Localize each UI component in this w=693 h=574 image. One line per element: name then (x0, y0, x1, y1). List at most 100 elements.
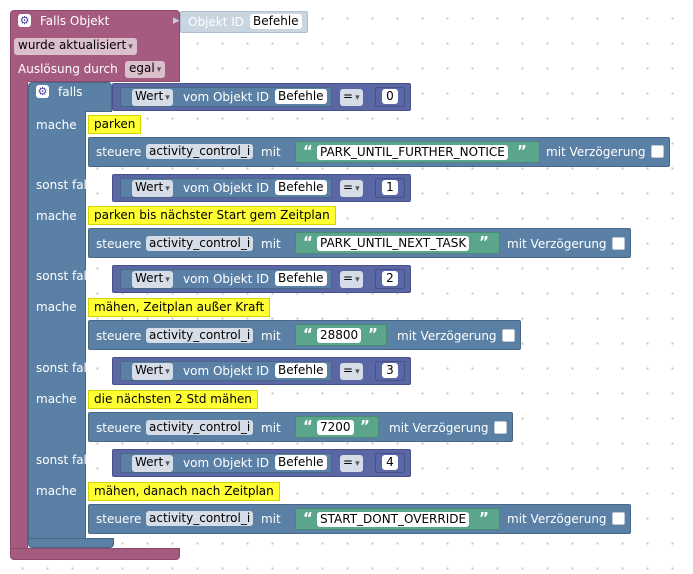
delay-label: mit Verzögerung (546, 145, 646, 159)
wert-dropdown[interactable]: Wert▾ (132, 89, 173, 106)
steuere-label: steuere (96, 145, 142, 159)
oid-field[interactable]: Befehle (275, 363, 327, 378)
vom-objekt-label: vom Objekt ID (183, 90, 269, 104)
open-quote-icon: “ (303, 142, 313, 160)
comment: parken bis nächster Start gem Zeitplan (88, 206, 336, 225)
mit-label: mit (261, 512, 281, 526)
wert-dropdown[interactable]: Wert▾ (132, 363, 173, 380)
text-field[interactable]: PARK_UNTIL_FURTHER_NOTICE (317, 145, 508, 160)
trigger-by-dropdown[interactable]: egal▾ (125, 61, 166, 78)
delay-label: mit Verzögerung (397, 329, 497, 343)
object-field[interactable]: activity_control_i (146, 511, 254, 526)
dropdown-arrow-icon: ▾ (165, 367, 170, 377)
vom-objekt-label: vom Objekt ID (183, 364, 269, 378)
oid-field[interactable]: Befehle (275, 455, 327, 470)
delay-checkbox[interactable] (494, 421, 507, 434)
sonst-falls-label: sonst falls (36, 269, 97, 283)
wert-dropdown[interactable]: Wert▾ (132, 271, 173, 288)
trigger-by-value: egal (129, 61, 155, 75)
number-field[interactable]: 1 (382, 180, 398, 195)
oid-field[interactable]: Befehle (275, 89, 327, 104)
comment: die nächsten 2 Std mähen (88, 390, 258, 409)
trigger-value: wurde aktualisiert (18, 38, 127, 52)
operator-dropdown[interactable]: =▾ (340, 455, 363, 472)
number-field[interactable]: 2 (382, 271, 398, 286)
steuere-label: steuere (96, 421, 142, 435)
operator-dropdown[interactable]: =▾ (340, 180, 363, 197)
object-field[interactable]: activity_control_i (146, 236, 254, 251)
event-block-side (10, 80, 28, 550)
delay-checkbox[interactable] (651, 145, 664, 158)
delay-label: mit Verzögerung (507, 512, 607, 526)
sonst-falls-label: sonst falls (36, 178, 97, 192)
mache-label: mache (36, 392, 77, 406)
operator-dropdown[interactable]: =▾ (340, 271, 363, 288)
event-block-bottom (10, 548, 180, 560)
dropdown-arrow-icon: ▾ (355, 184, 360, 194)
delay-checkbox[interactable] (502, 329, 515, 342)
delay-checkbox[interactable] (612, 512, 625, 525)
event-title: Falls Objekt (40, 14, 110, 28)
mit-label: mit (261, 329, 281, 343)
dropdown-arrow-icon: ▾ (355, 367, 360, 377)
mit-label: mit (261, 145, 281, 159)
close-quote-icon: ” (479, 509, 489, 527)
operator-dropdown[interactable]: =▾ (340, 363, 363, 380)
dropdown-arrow-icon: ▾ (355, 93, 360, 103)
dropdown-arrow-icon: ▾ (128, 42, 133, 52)
close-quote-icon: ” (517, 142, 527, 160)
number-field[interactable]: 3 (382, 363, 398, 378)
open-quote-icon: “ (303, 325, 313, 343)
comment: mähen, danach nach Zeitplan (88, 482, 280, 501)
number-field[interactable]: 4 (382, 455, 398, 470)
dropdown-arrow-icon: ▾ (156, 65, 162, 75)
oid-field[interactable]: Befehle (250, 14, 302, 29)
number-field[interactable]: 0 (382, 89, 398, 104)
object-field[interactable]: activity_control_i (146, 328, 254, 343)
text-field[interactable]: PARK_UNTIL_NEXT_TASK (317, 236, 470, 251)
oid-field[interactable]: Befehle (275, 271, 327, 286)
vom-objekt-label: vom Objekt ID (183, 181, 269, 195)
mache-label: mache (36, 209, 77, 223)
if-block-side (28, 110, 86, 540)
steuere-label: steuere (96, 329, 142, 343)
delay-checkbox[interactable] (612, 237, 625, 250)
trigger-label: Auslösung durch (18, 62, 118, 76)
close-quote-icon: ” (360, 417, 370, 435)
connector-notch: ▸ (173, 13, 180, 28)
vom-objekt-label: vom Objekt ID (183, 272, 269, 286)
open-quote-icon: “ (303, 417, 313, 435)
object-field[interactable]: activity_control_i (146, 420, 254, 435)
operator-dropdown[interactable]: =▾ (340, 89, 363, 106)
dropdown-arrow-icon: ▾ (165, 184, 170, 194)
wert-dropdown[interactable]: Wert▾ (132, 180, 173, 197)
steuere-label: steuere (96, 512, 142, 526)
sonst-falls-label: sonst falls (36, 453, 97, 467)
comment: parken (88, 115, 142, 134)
steuere-label: steuere (96, 237, 142, 251)
trigger-dropdown[interactable]: wurde aktualisiert▾ (14, 38, 137, 55)
mache-label: mache (36, 118, 77, 132)
mit-label: mit (261, 237, 281, 251)
open-quote-icon: “ (303, 509, 313, 527)
dropdown-arrow-icon: ▾ (165, 93, 170, 103)
text-field[interactable]: START_DONT_OVERRIDE (317, 512, 470, 527)
text-field[interactable]: 7200 (317, 420, 354, 435)
close-quote-icon: ” (368, 325, 378, 343)
if-block-bottom (28, 538, 114, 548)
gear-icon[interactable]: ⚙ (18, 14, 31, 27)
dropdown-arrow-icon: ▾ (165, 459, 170, 469)
text-field[interactable]: 28800 (317, 328, 362, 343)
dropdown-arrow-icon: ▾ (355, 275, 360, 285)
object-field[interactable]: activity_control_i (146, 144, 254, 159)
mache-label: mache (36, 300, 77, 314)
comment: mähen, Zeitplan außer Kraft (88, 298, 271, 317)
delay-label: mit Verzögerung (507, 237, 607, 251)
wert-dropdown[interactable]: Wert▾ (132, 455, 173, 472)
mache-label: mache (36, 484, 77, 498)
oid-field[interactable]: Befehle (275, 180, 327, 195)
close-quote-icon: ” (479, 233, 489, 251)
dropdown-arrow-icon: ▾ (165, 275, 170, 285)
gear-icon[interactable]: ⚙ (36, 85, 49, 98)
sonst-falls-label: sonst falls (36, 361, 97, 375)
